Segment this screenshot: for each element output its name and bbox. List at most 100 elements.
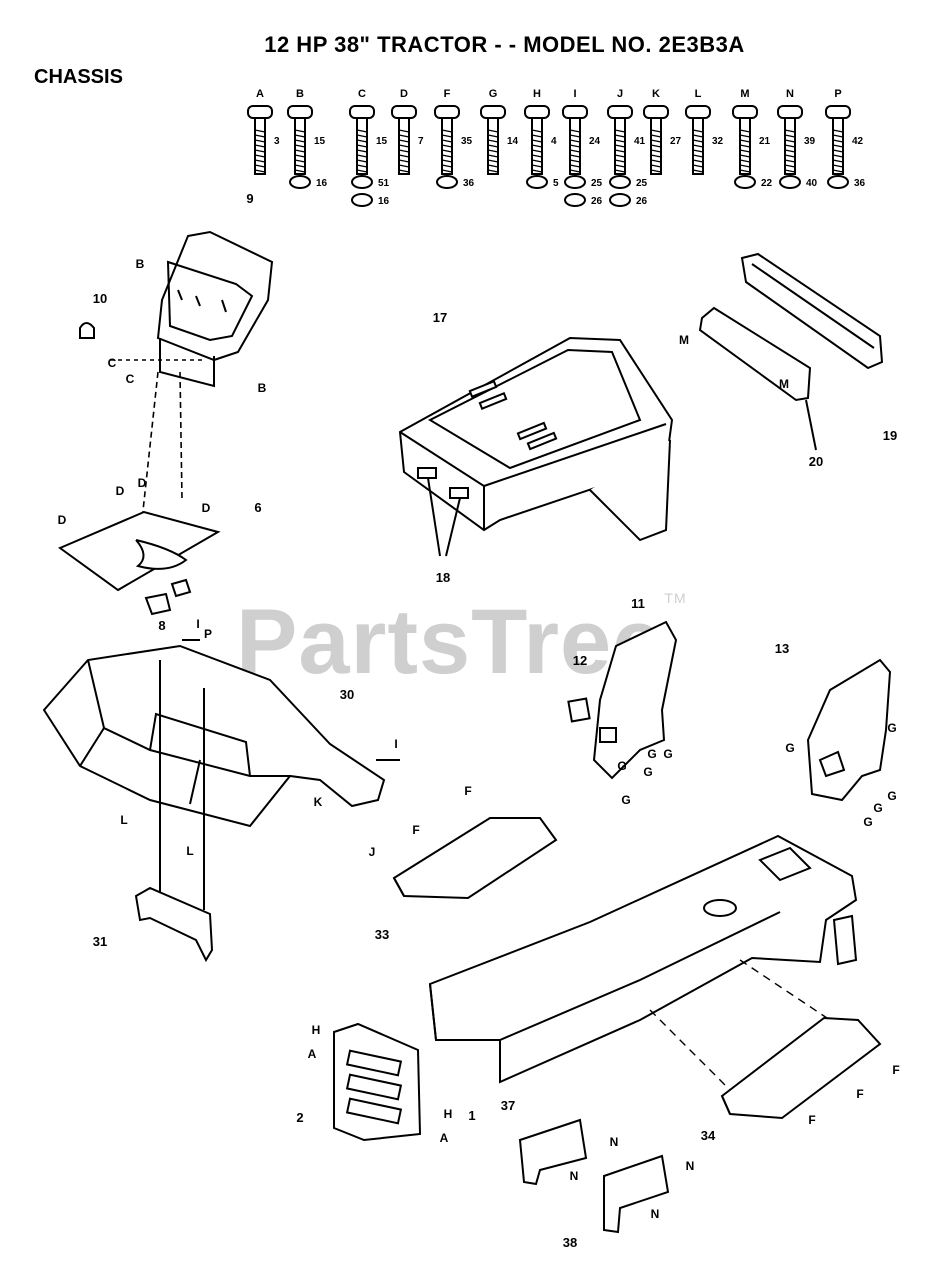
hardware-part-number: 39 [804, 136, 816, 147]
bolt-head-icon [607, 105, 633, 119]
callout-13: 13 [775, 641, 789, 656]
hardware-part-number: 26 [636, 196, 648, 207]
reference-letter: G [785, 741, 794, 755]
part-8-clip [144, 578, 192, 616]
hardware-letter: F [444, 88, 451, 100]
reference-letter: K [314, 795, 323, 809]
hardware-item-k: K27 [643, 88, 682, 175]
hardware-part-number: 24 [589, 136, 601, 147]
nut-icon [564, 175, 586, 189]
bolt-head-icon [247, 105, 273, 119]
part-6-floor-plate [57, 510, 221, 592]
hardware-letter: N [786, 88, 794, 100]
hardware-letter: P [834, 88, 841, 100]
reference-letter: B [136, 257, 145, 271]
reference-letter: C [108, 356, 117, 370]
bolt-head-icon [562, 105, 588, 119]
hardware-part-number: 36 [463, 178, 475, 189]
callout-38: 38 [563, 1235, 577, 1250]
bolt-head-icon [524, 105, 550, 119]
callout-2: 2 [296, 1110, 303, 1125]
reference-letter: C [126, 372, 135, 386]
hardware-letter: A [256, 88, 264, 100]
hardware-item-h: H45 [524, 88, 559, 189]
hardware-letter: L [695, 88, 702, 100]
hardware-letter: G [489, 88, 498, 100]
part-31-bracket [134, 886, 214, 963]
nut-icon [609, 193, 631, 207]
watermark-text: PartsTree [236, 591, 665, 693]
part-33-footrest [392, 817, 558, 900]
reference-letter: N [610, 1135, 619, 1149]
nut-icon [436, 175, 458, 189]
reference-letter: L [186, 844, 193, 858]
callout-1: 1 [468, 1108, 475, 1123]
callout-11: 11 [631, 596, 645, 611]
hardware-part-number: 41 [634, 136, 646, 147]
hardware-item-d: D7 [391, 88, 424, 175]
callout-30: 30 [340, 687, 354, 702]
reference-letter: P [204, 627, 212, 641]
hardware-part-number: 3 [274, 136, 280, 147]
reference-letter: F [464, 784, 471, 798]
part-37-bracket [518, 1118, 588, 1186]
section-label: CHASSIS [34, 66, 123, 88]
hardware-part-number: 51 [378, 178, 390, 189]
callout-9: 9 [246, 191, 253, 206]
hardware-part-number: 27 [670, 136, 682, 147]
nut-icon [351, 193, 373, 207]
callout-8: 8 [158, 618, 165, 633]
hardware-part-number: 42 [852, 136, 864, 147]
hardware-item-j: J 41 25 26 [607, 88, 648, 207]
bolt-head-icon [349, 105, 375, 119]
reference-letter: G [863, 815, 872, 829]
reference-letter: G [663, 747, 672, 761]
steering-column [110, 359, 206, 521]
hardware-item-l: L32 [685, 88, 724, 175]
hardware-letter: I [573, 88, 576, 100]
part-1-frame [428, 834, 858, 1084]
hardware-part-number: 35 [461, 136, 473, 147]
reference-letter: I [196, 617, 199, 631]
hardware-item-f: F 35 36 [434, 88, 475, 189]
reference-letter: M [779, 377, 789, 391]
hardware-letter: J [617, 88, 623, 100]
callout-10: 10 [93, 291, 107, 306]
part-19-bumper [740, 252, 884, 370]
part-11-side-panel [592, 620, 678, 780]
callout-18: 18 [436, 570, 450, 585]
reference-letter: A [440, 1131, 449, 1145]
part-38-bracket [603, 1154, 670, 1234]
bolt-head-icon [480, 105, 506, 119]
hardware-letter: B [296, 88, 304, 100]
hardware-letter: D [400, 88, 408, 100]
reference-letter: L [120, 813, 127, 827]
hardware-part-number: 25 [636, 178, 648, 189]
hardware-letter: M [740, 88, 749, 100]
part-20-bracket [698, 306, 817, 451]
reference-letter: N [651, 1207, 660, 1221]
reference-letter: D [58, 513, 67, 527]
reference-letter: N [686, 1159, 695, 1173]
part-34-footrest [720, 1016, 882, 1120]
page-title: 12 HP 38" TRACTOR - - MODEL NO. 2E3B3A [264, 32, 745, 57]
hardware-row: A3B1516C155116D7F3536G14H45I242526J41252… [247, 88, 866, 207]
hardware-part-number: 25 [591, 178, 603, 189]
hardware-part-number: 15 [376, 136, 388, 147]
hardware-item-p: P 42 36 [825, 88, 866, 189]
hardware-item-a: A3 [247, 88, 280, 175]
reference-letter: B [258, 381, 267, 395]
nut-icon [827, 175, 849, 189]
hardware-letter: C [358, 88, 366, 100]
bolt-head-icon [732, 105, 758, 119]
reference-letter: G [617, 759, 626, 773]
reference-letter: N [570, 1169, 579, 1183]
hardware-part-number: 36 [854, 178, 866, 189]
hardware-part-number: 14 [507, 136, 519, 147]
